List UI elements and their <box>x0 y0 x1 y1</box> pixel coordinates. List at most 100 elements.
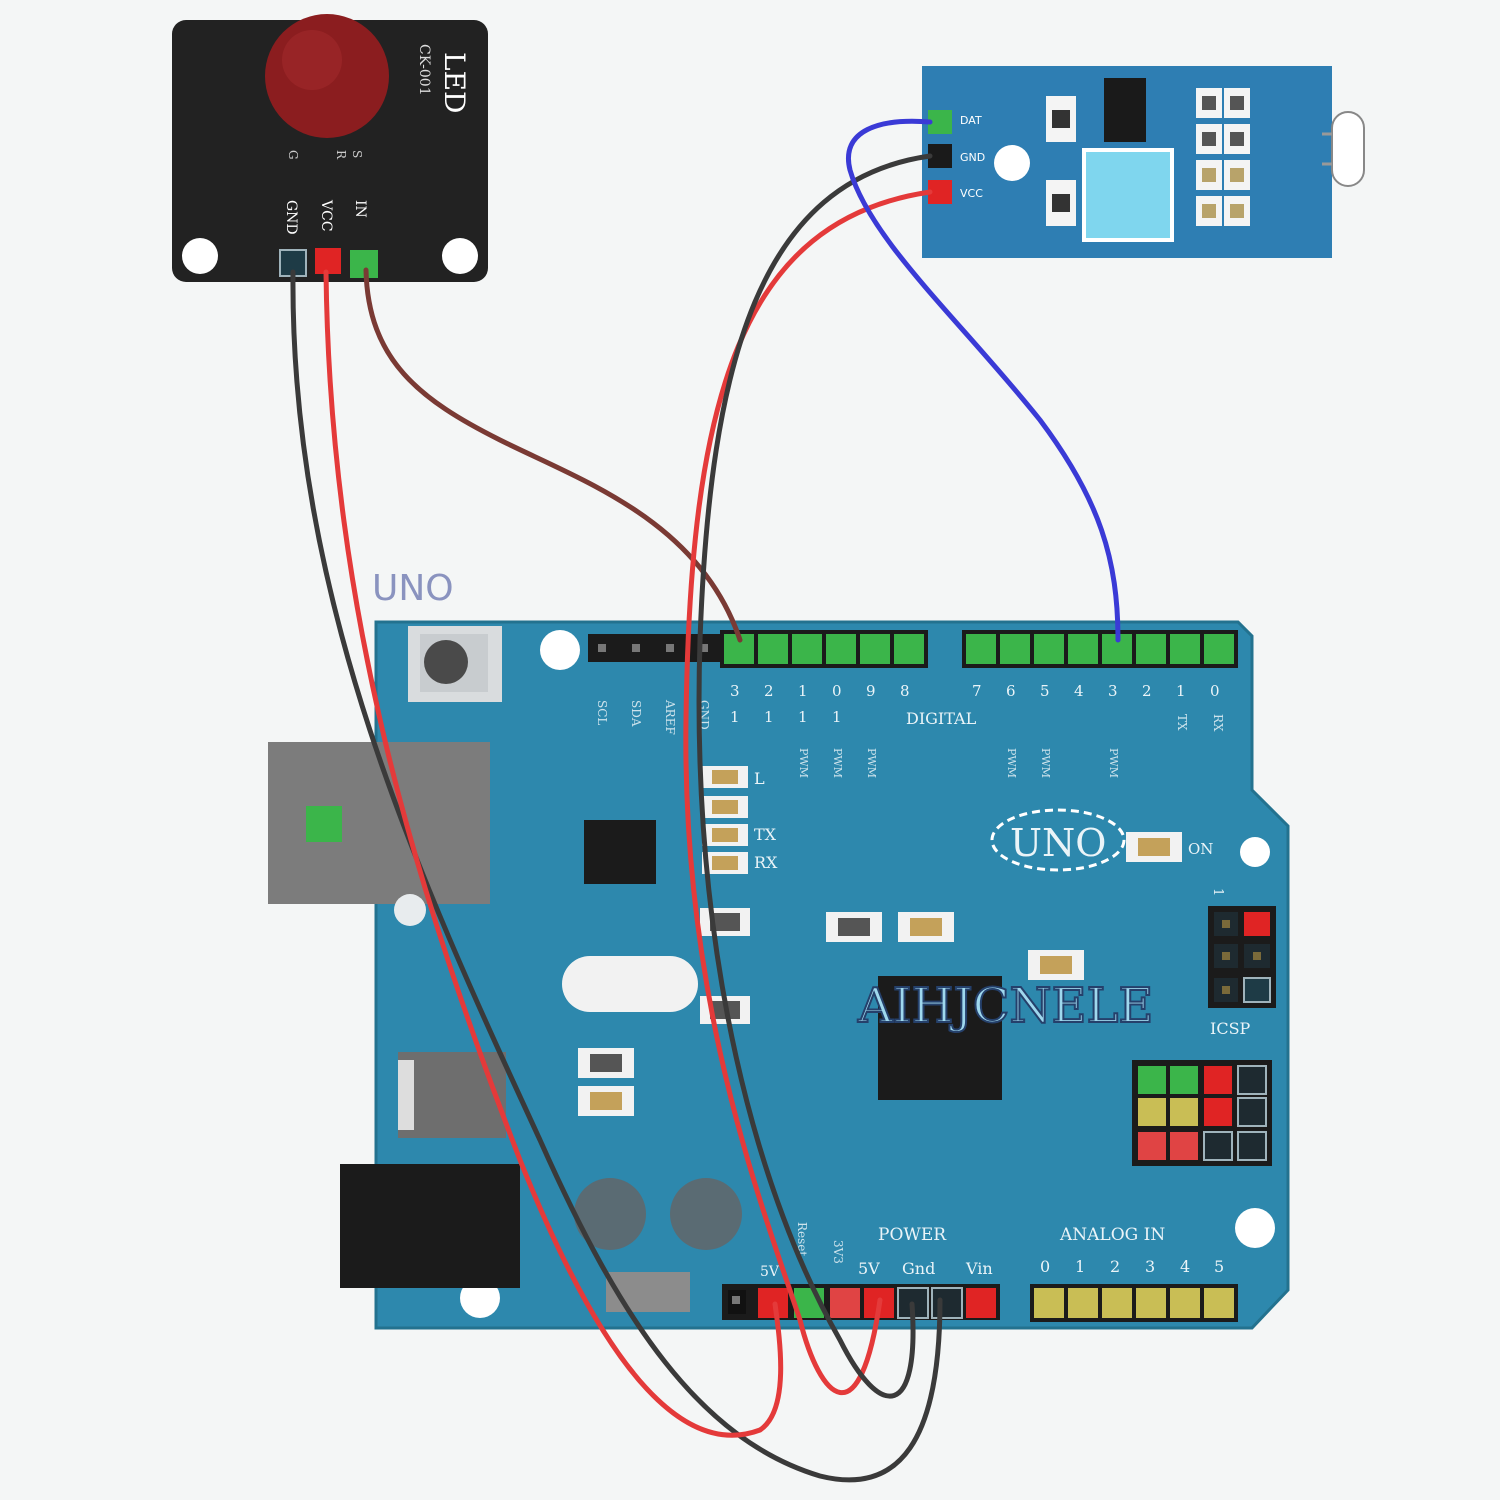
pwm-11: PWM <box>797 748 810 778</box>
led-pin-label-gnd: GND <box>283 200 299 235</box>
analog-numbers: 0 1 2 3 4 5 <box>1040 1257 1224 1276</box>
digital-high-pin-2[interactable] <box>792 634 822 664</box>
wire-sensor-dat-to-d3 <box>846 118 1121 643</box>
digital-num-3: 3 <box>1108 682 1118 700</box>
digital-tens-13: 1 <box>730 708 740 726</box>
analog-num-4: 4 <box>1180 1257 1190 1276</box>
analog-pin-4[interactable] <box>1170 1288 1200 1318</box>
rx-mark: RX <box>1211 714 1225 732</box>
sensor-module: DAT GND VCC <box>922 66 1365 258</box>
digital-high-numbers: 3 2 1 0 9 8 1 1 1 1 <box>730 682 910 726</box>
led-pin-label-in: IN <box>352 200 368 218</box>
digital-low-pin-6[interactable] <box>1170 634 1200 664</box>
digital-num-11: 1 <box>798 682 808 700</box>
power-pin-label-3v3: 3V3 <box>831 1240 845 1264</box>
led-module-board <box>172 20 488 282</box>
digital-low-pin-0[interactable] <box>966 634 996 664</box>
voltage-regulator-tab <box>398 1060 414 1130</box>
digital-high-pin-3[interactable] <box>826 634 856 664</box>
analog-pin-1[interactable] <box>1068 1288 1098 1318</box>
led-module-title: LED <box>438 52 471 113</box>
digital-low-numbers: 7 6 5 4 3 2 1 0 <box>972 682 1220 700</box>
on-label: ON <box>1188 840 1213 858</box>
analog-pin-2[interactable] <box>1102 1288 1132 1318</box>
sensor-smd-2-core <box>1052 194 1070 212</box>
wire-led-vcc-to-5v <box>323 269 784 1438</box>
wire-sensor-gnd-to-gnd <box>696 153 933 1399</box>
digital-num-9: 9 <box>866 682 876 700</box>
digital-high-pin-1[interactable] <box>758 634 788 664</box>
analog-pin-0[interactable] <box>1034 1288 1064 1318</box>
sensor-resistor-array <box>1196 88 1250 226</box>
power-pin-3v3[interactable] <box>830 1288 860 1318</box>
smd-components <box>578 766 1182 1116</box>
icsp2-header <box>1132 1060 1272 1166</box>
digital-low-pin-3[interactable] <box>1068 634 1098 664</box>
uno-logo-frame <box>990 808 1126 872</box>
analog-pin-3[interactable] <box>1136 1288 1166 1318</box>
board-outline <box>374 620 1290 1330</box>
power-pin-vin[interactable] <box>966 1288 996 1318</box>
digital-low-pin-2[interactable] <box>1034 634 1064 664</box>
digital-num-4: 4 <box>1074 682 1084 700</box>
pwm-5: PWM <box>1039 748 1052 778</box>
digital-num-1: 1 <box>1176 682 1186 700</box>
led-pin-vcc[interactable] <box>315 248 341 274</box>
power-pin-label-gnd: Gnd <box>902 1259 935 1278</box>
power-pin-gnd-2[interactable] <box>931 1287 963 1319</box>
usb-shadow-hole <box>394 894 426 926</box>
led-pin-label-vcc: VCC <box>318 199 334 232</box>
watermark: AIHJCNELE <box>857 978 1153 1034</box>
wires <box>290 118 1121 1483</box>
reset-button[interactable] <box>424 640 468 684</box>
analog-strip <box>1030 1284 1238 1322</box>
digital-label: DIGITAL <box>906 709 977 728</box>
uno-caption: UNO <box>372 568 454 609</box>
digital-tens-10: 1 <box>832 708 842 726</box>
label-sda: SDA <box>629 700 643 727</box>
digital-low-pin-7[interactable] <box>1204 634 1234 664</box>
led-mount-hole-left <box>182 238 218 274</box>
led-mark-s: S <box>350 150 364 158</box>
led-label-tx: TX <box>754 825 777 844</box>
digital-low-pin-5[interactable] <box>1136 634 1166 664</box>
digital-high-pin-4[interactable] <box>860 634 890 664</box>
analog-num-0: 0 <box>1040 1257 1050 1276</box>
analog-header <box>1030 1284 1238 1322</box>
led-mark-g: G <box>286 150 300 160</box>
led-mark-r: R <box>334 150 348 160</box>
header-top-black-pins <box>598 644 708 652</box>
board-mount-hole-3 <box>1235 1208 1275 1248</box>
led-module-model: CK-001 <box>416 44 432 96</box>
crystal-oscillator <box>562 956 698 1012</box>
digital-low-pin-1[interactable] <box>1000 634 1030 664</box>
digital-header-high <box>720 630 928 668</box>
digital-num-2: 2 <box>1142 682 1152 700</box>
digital-num-10: 0 <box>832 682 842 700</box>
pwm-3: PWM <box>1107 748 1120 778</box>
led-dome-highlight <box>282 30 342 90</box>
board-mount-hole-1 <box>540 630 580 670</box>
digital-high-pin-5[interactable] <box>894 634 924 664</box>
led-module: LED CK-001 G R S GND VCC IN <box>172 14 488 282</box>
label-scl: SCL <box>595 700 609 725</box>
pwm-marks: PWM PWM PWM PWM PWM PWM <box>797 748 1120 778</box>
power-pin-label-5v-left: 5V <box>760 1264 780 1280</box>
wire-led-gnd-to-board-gnd <box>290 269 943 1483</box>
icsp-pin1-mark: 1 <box>1210 888 1225 896</box>
microcontroller-chip <box>878 976 1002 1100</box>
pwm-6: PWM <box>1005 748 1018 778</box>
digital-num-0: 0 <box>1210 682 1220 700</box>
sensor-smd-1-core <box>1052 110 1070 128</box>
sensor-label-gnd: GND <box>960 151 985 164</box>
led-mount-hole-right <box>442 238 478 274</box>
power-pin-label-reset: Reset <box>795 1222 809 1256</box>
power-pin-label-vin: Vin <box>965 1259 993 1278</box>
analog-pin-5[interactable] <box>1204 1288 1234 1318</box>
digital-tens-11: 1 <box>798 708 808 726</box>
usb-interface-chip <box>584 820 656 884</box>
wire-sensor-vcc-to-5v <box>683 189 933 1396</box>
digital-num-13: 3 <box>730 682 740 700</box>
led-label-rx: RX <box>754 853 778 872</box>
